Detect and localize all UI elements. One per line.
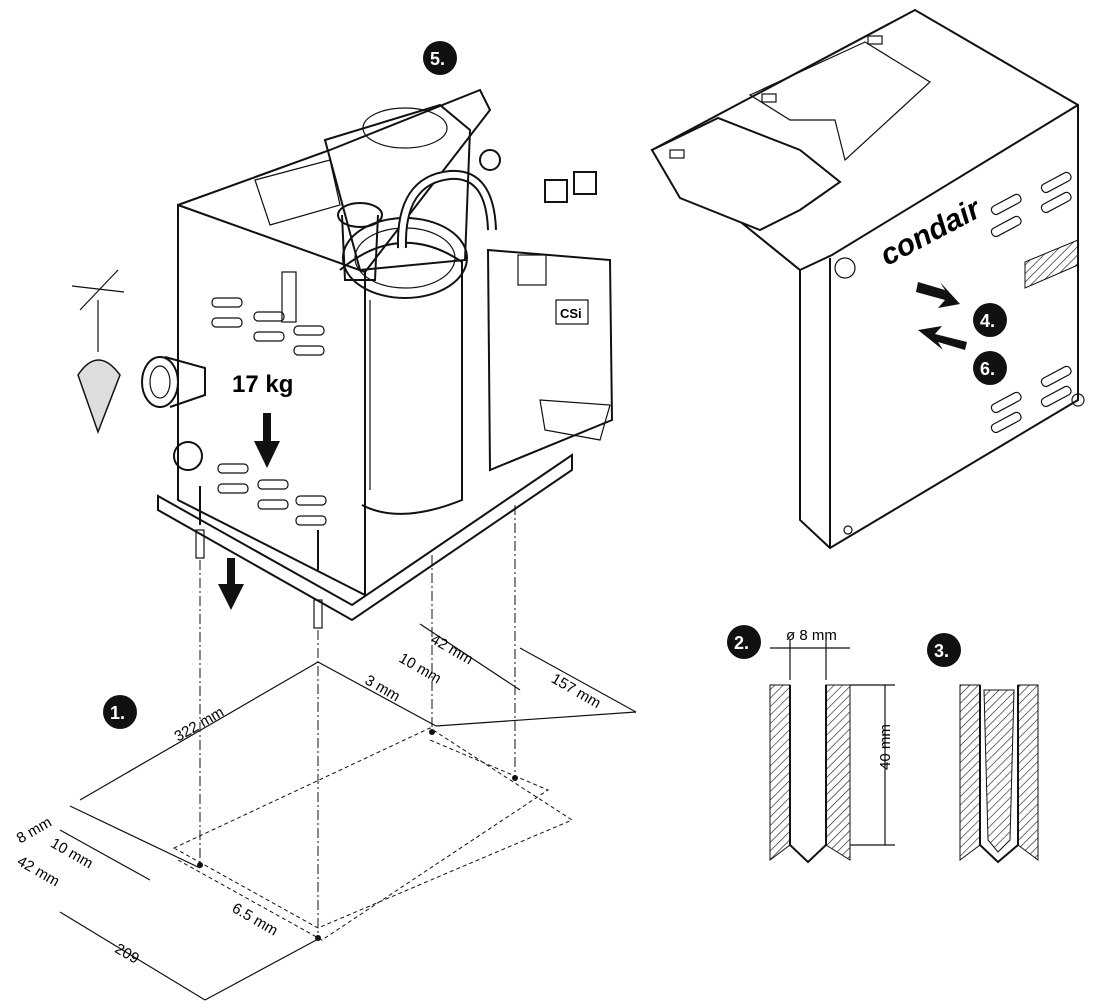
dim-6-5: 6.5 mm (229, 900, 281, 940)
step-badge-6: 6. (973, 351, 1007, 385)
plumb-bob-icon (71, 269, 125, 435)
svg-text:6.: 6. (980, 359, 995, 379)
dim-10-top: 10 mm (396, 650, 444, 688)
step-badge-2: 2. (727, 625, 761, 659)
drilling-template (59, 505, 637, 1001)
mounting-screw-icon (195, 486, 323, 629)
step-badge-3: 3. (927, 633, 961, 667)
dim-8: 8 mm (14, 814, 55, 847)
humidifier-cover: condair (650, 8, 1085, 550)
dim-42-top: 42 mm (428, 631, 476, 669)
svg-text:4.: 4. (980, 311, 995, 331)
anchor-detail (959, 684, 1039, 864)
refit-cover-arrow-icon (918, 326, 967, 350)
hose-connector-icon (141, 356, 206, 408)
dim-209: 209 (112, 940, 142, 967)
control-board: CSi (486, 171, 614, 472)
step-badge-5: 5. (423, 41, 457, 75)
dim-10-left: 10 mm (48, 835, 96, 873)
dim-width: 322 mm (172, 704, 227, 746)
model-badge: CSi (560, 306, 582, 321)
svg-text:3.: 3. (934, 641, 949, 661)
switch-icon (573, 171, 597, 195)
svg-text:5.: 5. (430, 49, 445, 69)
drill-depth: 40 mm (877, 724, 894, 770)
lower-arrow-icon (218, 558, 244, 610)
svg-text:2.: 2. (734, 633, 749, 653)
dim-3: 3 mm (362, 672, 403, 705)
step-badge-4: 4. (973, 303, 1007, 337)
vent-slots (211, 297, 327, 526)
step-badge-1: 1. (103, 695, 137, 729)
power-switch-icon (544, 179, 568, 203)
humidifier-unit-open: CSi 17 kg (141, 88, 614, 629)
drain-knob-icon (173, 441, 203, 471)
weight-label: 17 kg (232, 371, 293, 398)
drill-diameter: ø 8 mm (786, 627, 837, 644)
svg-text:1.: 1. (110, 703, 125, 723)
dim-157: 157 mm (548, 670, 603, 712)
weight-arrow-icon (254, 413, 280, 468)
cover-vents (990, 171, 1079, 434)
drill-hole-detail: ø 8 mm 40 mm (769, 627, 895, 864)
remove-cover-arrow-icon (916, 282, 960, 308)
dim-42-left: 42 mm (14, 853, 62, 891)
